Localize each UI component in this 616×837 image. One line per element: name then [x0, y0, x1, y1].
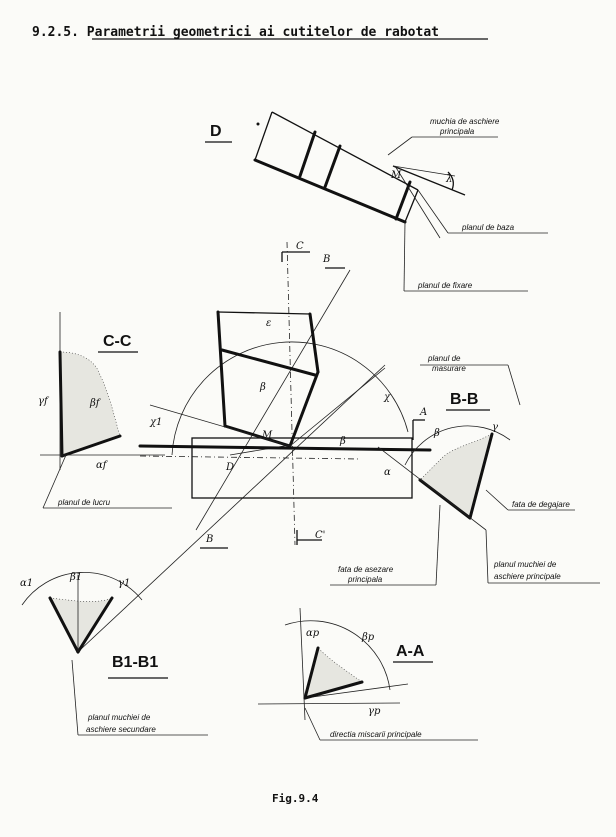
main-tool-body [149, 310, 386, 448]
view-aa-vertical [299, 607, 306, 721]
section-line-b1 [79, 364, 386, 651]
label-fata-asezare-1: fata de asezare [338, 565, 394, 574]
cut-marker-c-bottom: C' [315, 530, 325, 541]
main-epsilon: ε [266, 318, 271, 329]
view-cc-label: C-C [103, 333, 132, 350]
label-planul-de-fixare: planul de fixare [417, 281, 473, 290]
view-bb-beta: β [433, 428, 440, 439]
main-point-m: M [261, 430, 273, 441]
label-planul-de-baza: planul de baza [461, 223, 515, 232]
label-planul-muchiei-secundare-2: aschiere secundare [86, 725, 156, 734]
main-kappa1: χ1 [149, 417, 162, 428]
cut-marker-a: A [419, 407, 427, 418]
view-d-dot [256, 122, 260, 126]
cut-marker-d: D [225, 462, 234, 473]
view-b1-label: B1-B1 [112, 654, 158, 671]
label-planul-de-lucru: planul de lucru [57, 498, 111, 507]
angle-arc-main [171, 341, 409, 456]
main-beta-right: β [339, 436, 346, 447]
view-bb-label: B-B [450, 391, 478, 408]
cutting-line-horizontal [138, 444, 432, 452]
view-bb-alpha: α [384, 467, 391, 478]
cut-marker-b-bottom: B [205, 534, 213, 545]
view-d-label: D [210, 123, 222, 140]
view-b1-beta1: β1 [69, 572, 82, 583]
view-b1-gamma1: γ1 [118, 578, 130, 589]
view-aa-alpha-p: αp [306, 628, 320, 639]
section-line-b [195, 269, 351, 531]
view-d-lambda: λ [445, 174, 452, 185]
label-muchia-principala-2: principala [439, 127, 475, 136]
view-bb-arc [404, 425, 511, 466]
view-b1-section [49, 597, 113, 653]
view-aa-gamma-p: γp [368, 706, 381, 717]
view-cc-gamma-f: γf [38, 396, 50, 407]
figure-caption: Fig.9.4 [272, 792, 319, 805]
label-planul-muchiei-principale-1: planul muchiei de [493, 560, 557, 569]
view-d-tool [253, 111, 466, 239]
view-cc-alpha-f: αf [96, 460, 109, 471]
main-beta-small: β [259, 382, 266, 393]
label-planul-masurare-1: planul de [427, 354, 461, 363]
view-cc-beta-f: βf [89, 398, 102, 409]
label-planul-masurare-2: masurare [432, 364, 466, 373]
axis-c [286, 241, 296, 546]
workpiece-block [191, 437, 413, 499]
label-directia-miscarii: directia miscarii principale [330, 730, 422, 739]
view-aa-label: A-A [396, 643, 425, 660]
section-heading: 9.2.5. Parametrii geometrici ai cutitelo… [32, 25, 439, 40]
label-muchia-principala-1: muchia de aschiere [430, 117, 500, 126]
label-fata-asezare-2: principala [347, 575, 383, 584]
view-aa-beta-p: βp [361, 632, 375, 643]
view-aa-arc [284, 620, 391, 691]
cut-marker-b-top: B [322, 254, 330, 265]
cut-marker-c-top: C [296, 241, 304, 252]
view-d-point-m: M [390, 170, 402, 181]
view-b1-alpha1: α1 [20, 578, 33, 589]
callout-line-muchia [387, 136, 413, 156]
main-kappa: χ [383, 392, 391, 403]
label-planul-muchiei-principale-2: aschiere principale [494, 572, 561, 581]
label-planul-muchiei-secundare-1: planul muchiei de [87, 713, 151, 722]
view-bb-gamma: γ [492, 422, 498, 433]
view-b1-arc [21, 572, 143, 606]
label-fata-de-degajare: fata de degajare [512, 500, 570, 509]
view-cc-section [59, 351, 121, 457]
